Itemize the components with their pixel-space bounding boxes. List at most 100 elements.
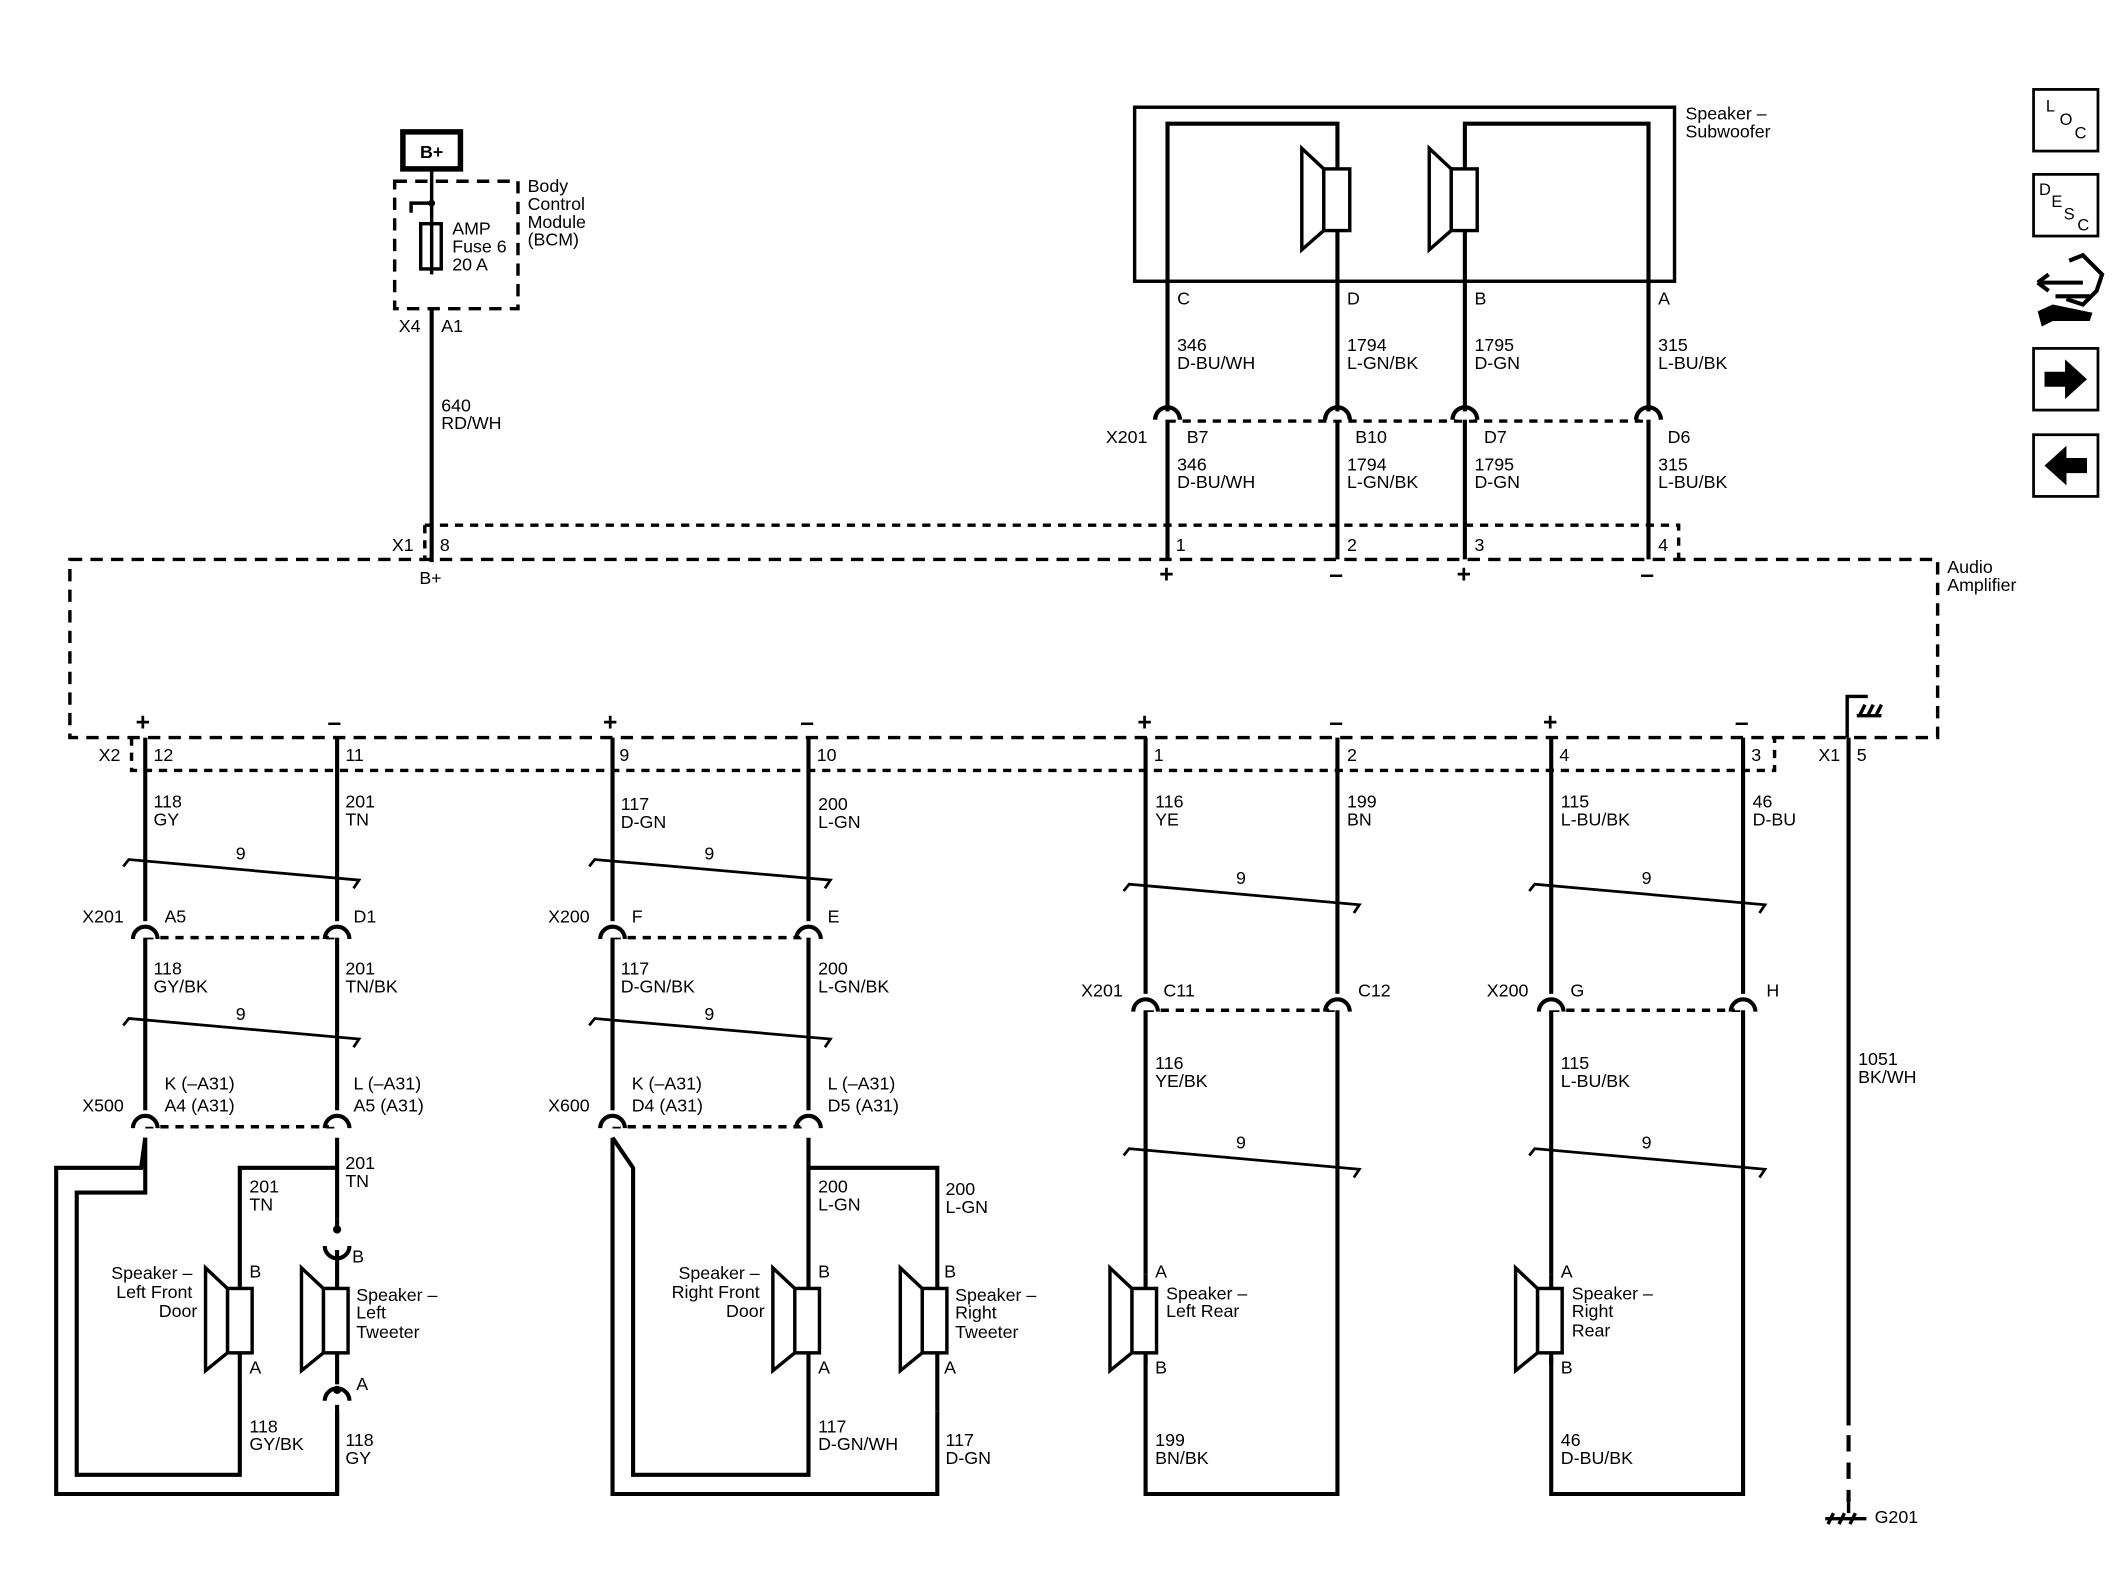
speaker-label: Speaker – Right Rear — [1572, 1283, 1658, 1340]
next-arrow-button[interactable] — [2032, 347, 2100, 412]
desc-letter: E — [2051, 193, 2062, 211]
twisted-pair-marker: 9 — [588, 1004, 833, 1049]
terminal-label: A — [944, 1357, 956, 1377]
twisted-pair-marker: 9 — [1122, 868, 1362, 914]
bcm-pin-label: A1 — [441, 316, 463, 336]
wire-circuit-label: 115 — [1561, 791, 1589, 811]
wire-circuit-label: 199 — [1155, 1430, 1185, 1450]
terminal-label: B — [249, 1261, 261, 1281]
speaker-right-front-door: Speaker – Right Front Door B A — [672, 1261, 830, 1378]
next-arrow-icon — [2044, 359, 2088, 400]
speaker-label: Speaker – Left Front Door — [111, 1263, 197, 1321]
polarity-mark: – — [1735, 710, 1749, 737]
wire-circuit-label: 315 — [1658, 335, 1688, 355]
x200-connector: X200 G H — [1487, 981, 1779, 1012]
pin-label: 11 — [345, 745, 364, 765]
wire-circuit-label: 1795 — [1474, 335, 1514, 355]
wire-circuit-label: 315 — [1658, 454, 1688, 474]
polarity-mark: + — [603, 710, 617, 737]
twisted-pair-marker: 9 — [122, 844, 362, 890]
wire-color-label: D-BU/WH — [1177, 353, 1255, 373]
wire-color-label: L-BU/BK — [1561, 809, 1630, 829]
pin-label: A4 (A31) — [164, 1096, 234, 1116]
twist-count-label: 9 — [1236, 1133, 1246, 1153]
wire-circuit-label: 1795 — [1474, 454, 1514, 474]
pin-label: D1 — [354, 907, 377, 927]
speaker-left-tweeter: Speaker – Left Tweeter — [299, 1263, 442, 1375]
wire-circuit-label: 118 — [249, 1416, 277, 1436]
pin-label: 12 — [153, 745, 173, 765]
connector-label: X2 — [99, 745, 121, 765]
connector-label: X200 — [548, 907, 590, 927]
pin-label: 4 — [1559, 745, 1569, 765]
previous-arrow-button[interactable] — [2032, 433, 2100, 498]
subwoofer-coil-1 — [1300, 144, 1352, 254]
polarity-mark: + — [1457, 562, 1471, 589]
connector-label: X200 — [1487, 981, 1529, 1001]
wire-color-label: BK/WH — [1858, 1067, 1916, 1087]
wire-color-label: BN — [1347, 809, 1372, 829]
connector-label: X201 — [82, 907, 124, 927]
wire-circuit-label: 201 — [249, 1177, 279, 1197]
wire-circuit-label: 116 — [1155, 1053, 1183, 1073]
wire-circuit-label: 118 — [153, 959, 181, 979]
pin-label: C12 — [1358, 981, 1391, 1001]
wire-circuit-label: 1794 — [1347, 454, 1387, 474]
wire-color-label: D-BU/WH — [1177, 472, 1255, 492]
bcm-label: Body Control Module (BCM) — [528, 176, 591, 249]
pin-label: 5 — [1857, 745, 1867, 765]
wire-circuit-label: 346 — [1177, 335, 1207, 355]
wire-color-label: L-GN/BK — [1347, 353, 1418, 373]
terminal-label: B — [1155, 1357, 1167, 1377]
twist-count-label: 9 — [704, 1004, 714, 1024]
subwoofer-label: Speaker – Subwoofer — [1685, 104, 1771, 142]
connector-view-icon[interactable] — [2035, 250, 2105, 329]
twist-count-label: 9 — [704, 844, 714, 864]
wire-color-label: TN/BK — [345, 976, 398, 996]
terminal-label: B — [944, 1261, 956, 1281]
wire-color-label: L-GN — [818, 812, 861, 832]
pin-label: D7 — [1484, 427, 1507, 447]
wire-circuit-label: 118 — [153, 791, 181, 811]
twisted-pair-marker: 9 — [122, 1004, 362, 1049]
wire-circuit-label: 640 — [441, 395, 471, 415]
audio-amplifier-label: Audio Amplifier — [1947, 557, 2016, 595]
desc-letter: C — [2077, 217, 2089, 235]
wire-circuit-label: 118 — [345, 1430, 373, 1450]
x201-connector: X201 B7 B10 D7 D6 — [1106, 406, 1691, 447]
connector-label: X1 — [392, 535, 414, 555]
polarity-mark: – — [1329, 710, 1343, 737]
nav-desc-button[interactable]: D E S C — [2032, 173, 2100, 238]
twisted-pair-marker: 9 — [1122, 1133, 1362, 1179]
x201-connector: X201 C11 C12 — [1081, 981, 1391, 1012]
pin-label: G — [1570, 981, 1584, 1001]
polarity-mark: + — [1543, 710, 1557, 737]
terminal-label: A — [1561, 1261, 1573, 1281]
terminal-label: A — [249, 1357, 261, 1377]
nav-loc-button[interactable]: L O C — [2032, 88, 2100, 153]
wire-circuit-label: 117 — [621, 959, 649, 979]
right-front-circuit: 117 D-GN 200 L-GN 9 X200 F E 117 D-GN/BK… — [548, 737, 1036, 1497]
speaker-left-rear: Speaker – Left Rear A B — [1108, 1261, 1247, 1377]
speaker-label: Speaker – Left Tweeter — [356, 1285, 442, 1342]
wire-circuit-label: 201 — [345, 959, 375, 979]
terminal-label: A — [356, 1374, 368, 1394]
speaker-label: Speaker – Right Front Door — [672, 1263, 765, 1321]
pin-label: B7 — [1187, 427, 1209, 447]
wire-color-label: D-BU/BK — [1561, 1448, 1633, 1468]
pin-label: 2 — [1347, 745, 1357, 765]
wire-circuit-label: 117 — [621, 794, 649, 814]
wire-color-label: BN/BK — [1155, 1448, 1209, 1468]
terminal-label: B — [1474, 289, 1486, 309]
wire-color-label: TN — [345, 809, 369, 829]
connector-label: X201 — [1081, 981, 1123, 1001]
wire-circuit-label: 200 — [818, 1177, 848, 1197]
pin-label: 4 — [1658, 535, 1668, 555]
polarity-mark: – — [1329, 562, 1343, 589]
pin-label: 2 — [1347, 535, 1357, 555]
polarity-mark: + — [1159, 562, 1173, 589]
wire-color-label: YE/BK — [1155, 1071, 1208, 1091]
speaker-right-tweeter: Speaker – Right Tweeter B A — [898, 1261, 1036, 1377]
connector-label: X600 — [548, 1096, 590, 1116]
